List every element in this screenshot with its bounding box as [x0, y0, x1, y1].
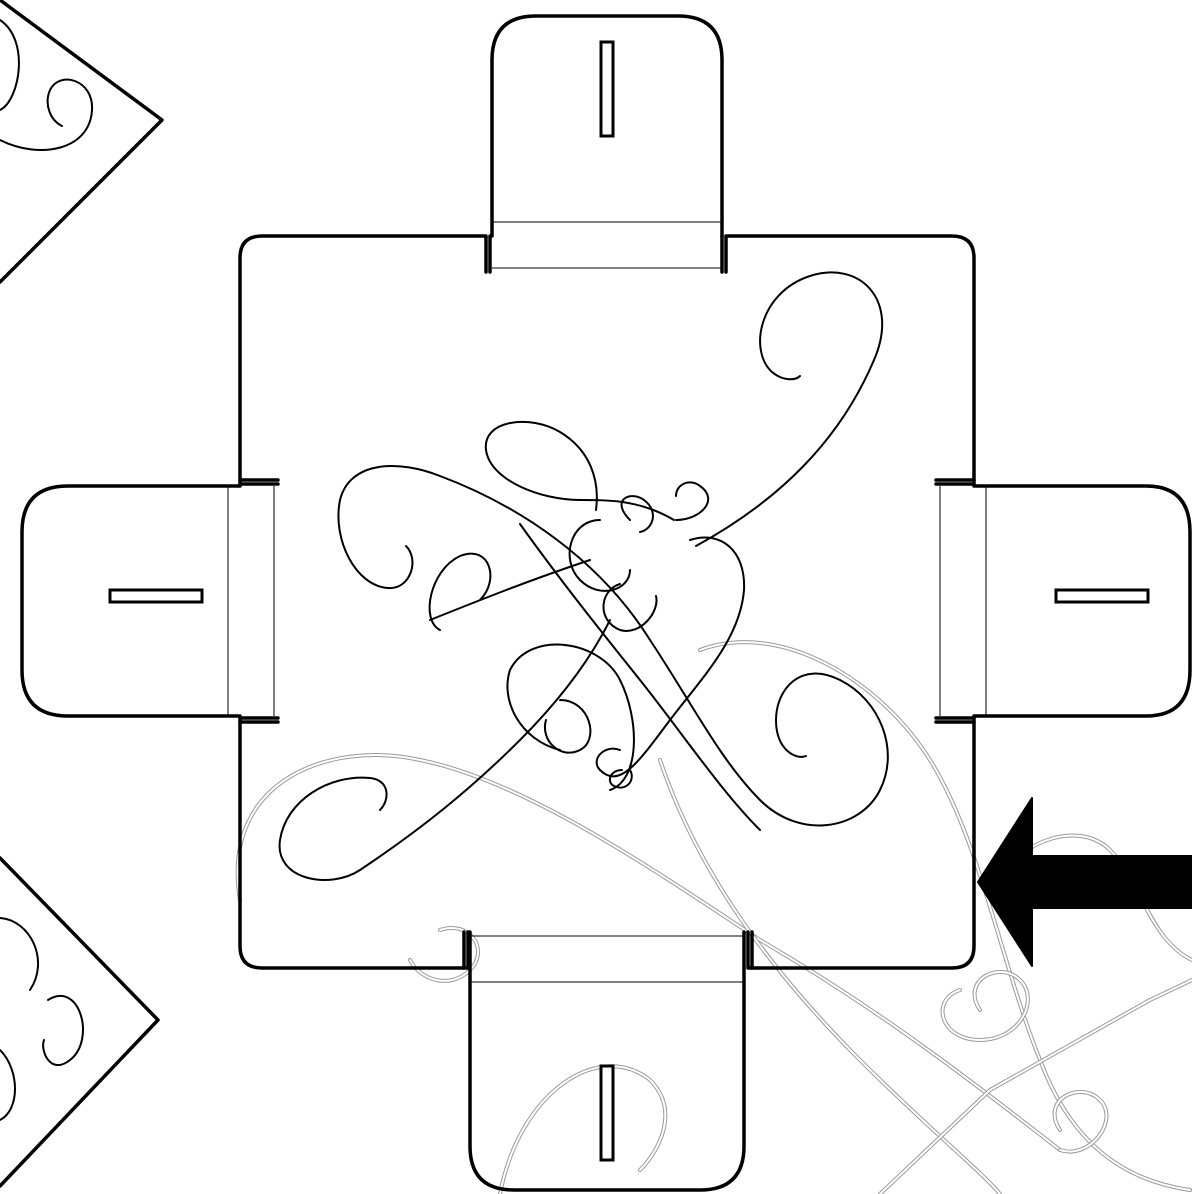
ghost-panel — [235, 640, 1192, 1194]
tab-top-slot — [599, 40, 615, 138]
center-panel — [238, 234, 976, 970]
tab-left — [20, 484, 275, 718]
tab-top — [490, 14, 724, 269]
tab-left-slot — [108, 588, 204, 604]
tab-bottom-slot — [599, 1064, 615, 1162]
neighbor-panel-bottom — [0, 856, 160, 1188]
direction-arrow — [977, 797, 1192, 967]
neighbor-panel-top — [0, 0, 164, 284]
swirl-decoration — [278, 271, 889, 881]
tab-bottom — [468, 930, 746, 1192]
tab-right-slot — [1054, 588, 1150, 604]
tab-right — [939, 484, 1192, 718]
